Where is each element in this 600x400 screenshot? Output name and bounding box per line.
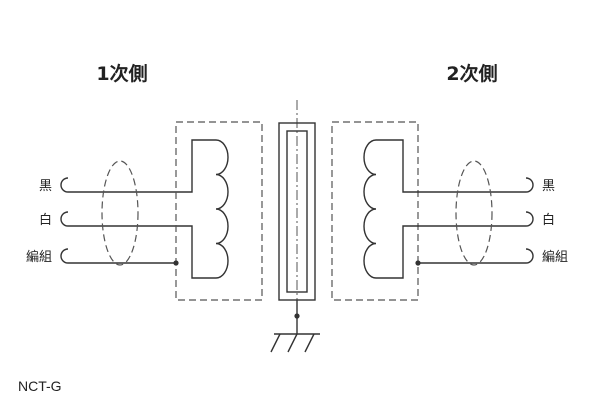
primary-side-heading: 1次側: [96, 62, 147, 85]
primary-wire-black: [68, 139, 216, 193]
primary-coil: [215, 139, 229, 279]
ground-icon: [270, 333, 320, 353]
primary-wire-label-white: 白: [39, 212, 52, 228]
model-name: NCT-G: [18, 378, 62, 394]
secondary-wire-black: [376, 139, 526, 193]
secondary-side: 黒 白 編組: [331, 121, 568, 301]
secondary-braid-junction: [415, 260, 421, 266]
secondary-side-heading: 2次側: [446, 62, 497, 85]
secondary-wire-label-braid: 編組: [542, 249, 568, 265]
core-inner-frame: [286, 130, 308, 293]
primary-wire-end-white: [60, 211, 69, 227]
secondary-wire-label-black: 黒: [542, 179, 555, 194]
primary-wire-label-black: 黒: [39, 179, 52, 194]
primary-shield-box: [175, 121, 263, 301]
transformer-core: [270, 100, 320, 353]
primary-wire-end-black: [60, 177, 69, 193]
secondary-wire-end-black: [525, 177, 534, 193]
secondary-wire-white: [376, 225, 526, 279]
secondary-wire-label-white: 白: [542, 212, 555, 228]
primary-side: 黒 白 編組: [26, 121, 263, 301]
secondary-shield-box: [331, 121, 419, 301]
primary-braid-junction: [173, 260, 179, 266]
secondary-coil: [363, 139, 377, 279]
primary-wire-end-braid: [60, 248, 69, 264]
secondary-wire-end-white: [525, 211, 534, 227]
primary-wire-label-braid: 編組: [26, 249, 52, 265]
secondary-cable-bundle: [455, 160, 493, 266]
primary-wire-white: [68, 225, 216, 279]
primary-cable-bundle: [101, 160, 139, 266]
secondary-wire-end-braid: [525, 248, 534, 264]
